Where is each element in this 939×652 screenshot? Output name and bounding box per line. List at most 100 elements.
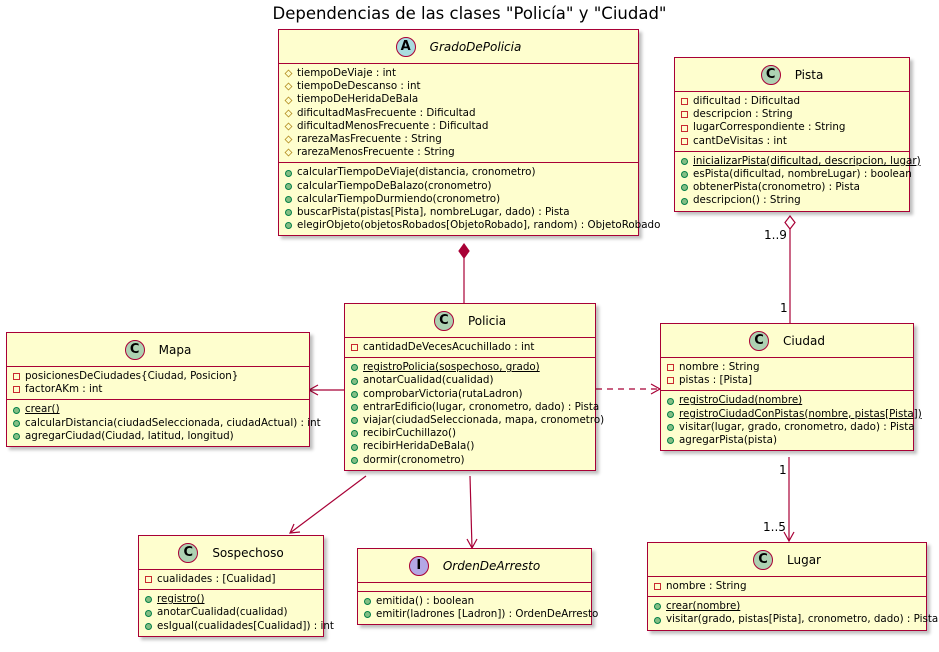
method-item: buscarPista(pistas[Pista], nombreLugar, … (285, 206, 638, 219)
class-header: C Pista (675, 58, 909, 92)
field-item: lugarCorrespondiente : String (681, 121, 909, 134)
methods-section: inicializarPista(dificultad, descripcion… (675, 152, 921, 211)
private-visibility-icon (681, 124, 688, 132)
public-visibility-icon (654, 603, 661, 611)
member-text: visitar(grado, pistas[Pista], cronometro… (666, 613, 939, 626)
member-text: calcularTiempoDurmiendo(cronometro) (297, 192, 501, 205)
private-visibility-icon (13, 386, 20, 394)
class-name: Ciudad (783, 333, 825, 348)
fields-section (358, 583, 591, 592)
protected-visibility-icon (284, 148, 293, 157)
member-text: rarezaMenosFrecuente : String (297, 146, 455, 159)
class-name: Policia (467, 313, 507, 328)
field-item: dificultadMasFrecuente : Dificultad (284, 107, 638, 120)
class-name: Pista (794, 67, 824, 82)
public-visibility-icon (681, 197, 688, 205)
method-item: crear(nombre) (654, 600, 926, 613)
public-visibility-icon (285, 209, 292, 217)
field-item: dificultadMenosFrecuente : Dificultad (284, 120, 638, 133)
field-item: descripcion : String (681, 108, 909, 121)
public-visibility-icon (667, 397, 674, 405)
public-visibility-icon (667, 423, 674, 431)
field-item: pistas : [Pista] (667, 374, 913, 387)
class-header: I OrdenDeArresto (358, 549, 591, 583)
member-text: crear(nombre) (666, 600, 741, 613)
member-text: calcularTiempoDeBalazo(cronometro) (297, 179, 492, 192)
class-sospechoso[interactable]: C Sospechoso cualidades : [Cualidad] reg… (138, 535, 334, 637)
class-lugar[interactable]: C Lugar nombre : String crear(nombre)vis… (647, 542, 938, 631)
diagram-title: Dependencias de las clases "Policía" y "… (272, 4, 667, 23)
public-visibility-icon (351, 443, 358, 451)
private-visibility-icon (351, 344, 358, 352)
field-item: rarezaMasFrecuente : String (284, 133, 638, 146)
field-item: factorAKm : int (13, 383, 309, 396)
methods-section: registroCiudad(nombre)registroCiudadConP… (661, 391, 922, 450)
methods-section: registro()anotarCualidad(cualidad)esIgua… (139, 590, 334, 636)
class-icon: C (178, 542, 199, 563)
private-visibility-icon (667, 377, 674, 385)
method-item: recibirHeridaDeBala() (351, 440, 595, 453)
class-header: C Sospechoso (139, 536, 323, 570)
class-icon: C (749, 330, 770, 351)
member-text: descripcion : String (693, 108, 793, 121)
member-text: agregarPista(pista) (679, 434, 777, 447)
public-visibility-icon (13, 406, 20, 414)
class-mapa[interactable]: C Mapa posicionesDeCiudades{Ciudad, Posi… (6, 332, 321, 448)
member-text: elegirObjeto(objetosRobados[ObjetoRobado… (297, 219, 661, 232)
protected-visibility-icon (284, 69, 293, 78)
multiplicity-pista-top: 1..9 (764, 228, 787, 242)
member-text: esPista(dificultad, nombreLugar) : boole… (693, 168, 912, 181)
member-text: inicializarPista(dificultad, descripcion… (693, 154, 921, 167)
member-text: calcularTiempoDeViaje(distancia, cronome… (297, 166, 536, 179)
member-text: lugarCorrespondiente : String (693, 121, 846, 134)
member-text: cantDeVisitas : int (693, 134, 787, 147)
member-text: comprobarVictoria(rutaLadron) (363, 387, 523, 400)
protected-visibility-icon (284, 135, 293, 144)
class-name: GradoDePolicia (429, 39, 522, 54)
composition-diamond-icon (458, 242, 470, 260)
member-text: rarezaMasFrecuente : String (297, 133, 442, 146)
member-text: nombre : String (679, 361, 760, 373)
method-item: registroCiudad(nombre) (667, 394, 913, 407)
ciudad-lugar-arrow-icon (783, 531, 795, 543)
private-visibility-icon (145, 576, 152, 584)
class-header: C Ciudad (661, 324, 913, 358)
method-item: dormir(cronometro) (351, 454, 595, 467)
methods-section: calcularTiempoDeViaje(distancia, cronome… (279, 163, 660, 235)
private-visibility-icon (667, 364, 674, 372)
class-name: Mapa (158, 342, 192, 357)
member-text: registroPolicia(sospechoso, grado) (363, 361, 540, 374)
fields-section: cualidades : [Cualidad] (139, 570, 323, 591)
member-text: tiempoDeViaje : int (297, 67, 396, 79)
public-visibility-icon (285, 195, 292, 203)
method-item: calcularTiempoDurmiendo(cronometro) (285, 193, 638, 206)
member-text: nombre : String (666, 580, 747, 592)
methods-section: registroPolicia(sospechoso, grado)anotar… (345, 358, 604, 470)
protected-visibility-icon (284, 96, 293, 104)
member-text: viajar(ciudadSeleccionada, mapa, cronome… (363, 414, 605, 427)
method-item: descripcion() : String (681, 194, 909, 207)
private-visibility-icon (13, 373, 20, 381)
public-visibility-icon (351, 403, 358, 411)
public-visibility-icon (145, 596, 152, 604)
member-text: calcularDistancia(ciudadSeleccionada, ci… (25, 416, 321, 429)
class-header: C Lugar (648, 543, 926, 577)
protected-visibility-icon (284, 122, 293, 131)
public-visibility-icon (681, 171, 688, 179)
class-policia[interactable]: C Policia cantidadDeVecesAcuchillado : i… (344, 303, 604, 471)
field-item: tiempoDeDescanso : int (284, 80, 638, 93)
method-item: obtenerPista(cronometro) : Pista (681, 181, 909, 194)
aggregation-diamond-icon (784, 215, 796, 230)
methods-section: crear()calcularDistancia(ciudadSeleccion… (7, 400, 321, 446)
member-text: anotarCualidad(cualidad) (157, 606, 288, 619)
private-visibility-icon (681, 111, 688, 119)
method-item: entrarEdificio(lugar, cronometro, dado) … (351, 401, 599, 414)
public-visibility-icon (364, 611, 371, 619)
member-text: visitar(lugar, grado, cronometro, dado) … (679, 420, 915, 433)
method-item: agregarPista(pista) (667, 434, 913, 447)
